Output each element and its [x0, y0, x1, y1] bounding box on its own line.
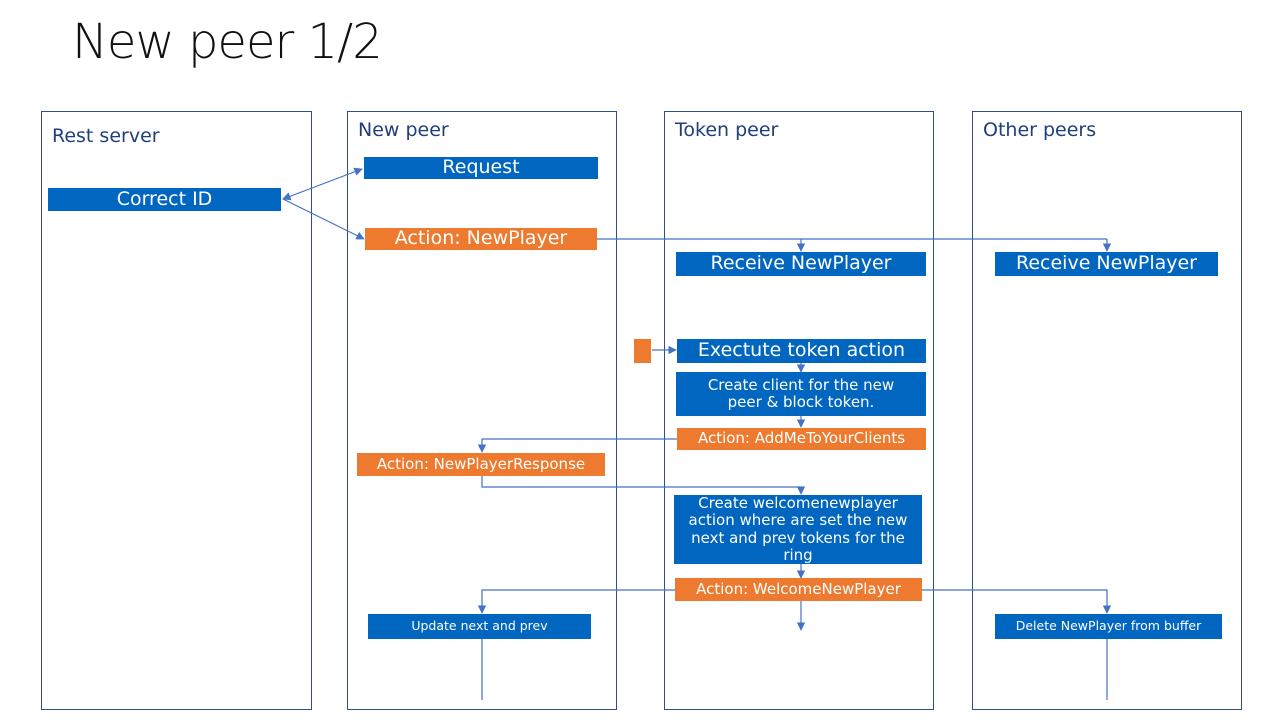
arrow-addme-response	[477, 438, 677, 453]
action-newplayer-box: Action: NewPlayer	[365, 227, 597, 250]
receive-newplayer-other-box: Receive NewPlayer	[995, 252, 1218, 276]
lane-label: Other peers	[983, 119, 1097, 141]
create-welcome-box: Create welcomenewplayer action where are…	[674, 494, 922, 564]
receive-newplayer-token-box: Receive NewPlayer	[676, 252, 926, 276]
arrow-correctid-newplayer	[282, 198, 365, 240]
lane-label: New peer	[358, 119, 449, 141]
action-addme-box: Action: AddMeToYourClients	[677, 428, 926, 450]
action-newplayerresponse-box: Action: NewPlayerResponse	[357, 453, 605, 476]
request-box: Request	[364, 156, 598, 179]
update-next-prev-box: Update next and prev	[368, 614, 591, 639]
arrow-request-correctid	[282, 167, 363, 201]
lane-other-peers: Other peers	[972, 111, 1242, 710]
arrow-welcome-delete	[922, 589, 1112, 614]
token-trigger-box	[634, 339, 651, 363]
lane-new-peer: New peer	[347, 111, 617, 710]
execute-token-action-box: Exectute token action	[677, 339, 926, 363]
arrow-welcome-update	[477, 589, 677, 614]
lane-label: Rest server	[52, 125, 160, 147]
lane-rest-server: Rest server	[41, 111, 312, 710]
lane-label: Token peer	[675, 119, 779, 141]
action-welcome-box: Action: WelcomeNewPlayer	[675, 578, 922, 601]
create-client-box: Create client for the new peer & block t…	[676, 372, 926, 416]
delete-newplayer-box: Delete NewPlayer from buffer	[995, 614, 1222, 639]
correct-id-box: Correct ID	[48, 188, 281, 211]
page-title: New peer 1/2	[72, 14, 383, 70]
arrow-response-welcome	[481, 476, 806, 495]
lane-token-peer: Token peer	[664, 111, 934, 710]
